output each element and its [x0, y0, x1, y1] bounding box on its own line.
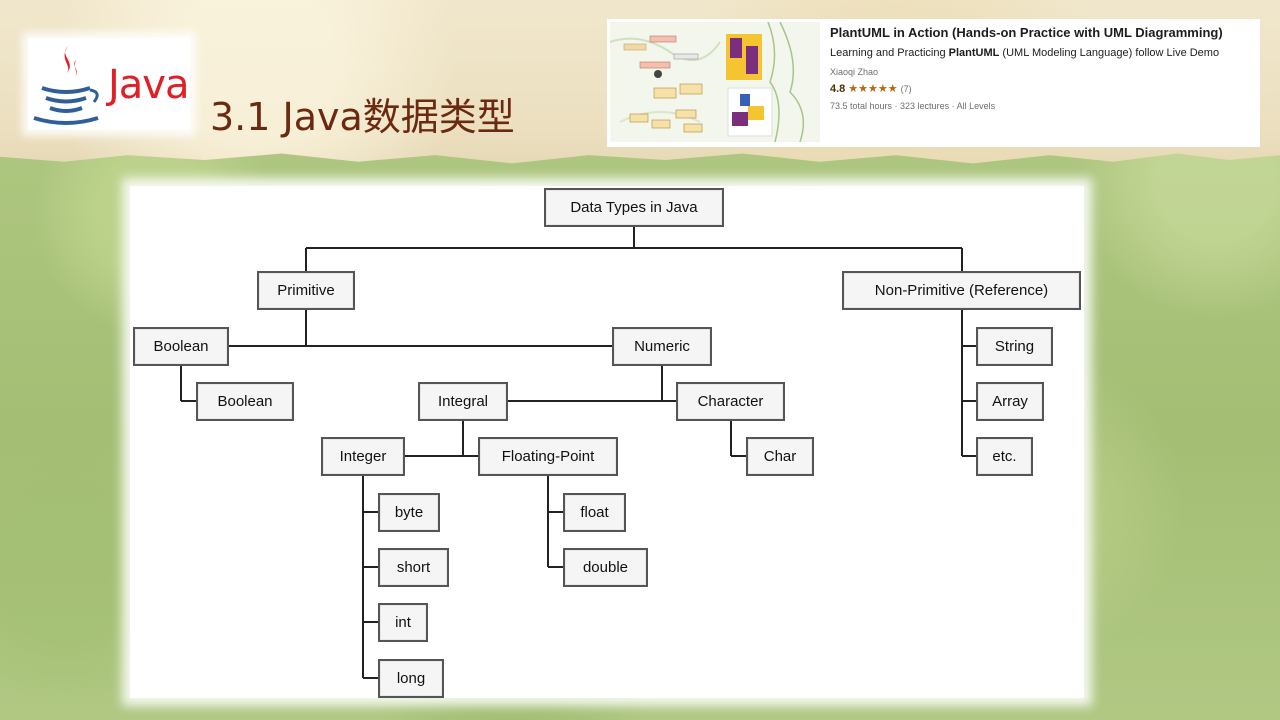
java-logo: Java	[28, 38, 190, 130]
node-char: Char	[746, 437, 814, 476]
node-string: String	[976, 327, 1053, 366]
course-meta: 73.5 total hours · 323 lectures · All Le…	[830, 101, 996, 111]
node-floating-point: Floating-Point	[478, 437, 618, 476]
node-double: double	[563, 548, 648, 587]
rating-count: (7)	[900, 84, 912, 94]
node-non-primitive: Non-Primitive (Reference)	[842, 271, 1081, 310]
node-etc: etc.	[976, 437, 1033, 476]
connector-lines	[180, 225, 976, 679]
node-boolean-group: Boolean	[133, 327, 229, 366]
node-integer: Integer	[321, 437, 405, 476]
node-boolean: Boolean	[196, 382, 294, 421]
rating-value: 4.8	[830, 83, 846, 95]
java-cup-icon	[33, 46, 99, 125]
diagram-panel: Data Types in Java Primitive Non-Primiti…	[130, 186, 1084, 698]
java-logo-text: Java	[108, 62, 189, 108]
node-long: long	[378, 659, 444, 698]
course-card[interactable]: PlantUML in Action (Hands-on Practice wi…	[607, 19, 1260, 147]
course-subtitle-bold: PlantUML	[948, 47, 1000, 59]
course-subtitle-suffix: (UML Modeling Language) follow Live Demo	[999, 47, 1220, 59]
node-byte: byte	[378, 493, 440, 532]
node-character: Character	[676, 382, 785, 421]
node-primitive: Primitive	[257, 271, 355, 310]
course-subtitle-prefix: Learning and Practicing	[830, 47, 949, 59]
node-integral: Integral	[418, 382, 508, 421]
course-title[interactable]: PlantUML in Action (Hands-on Practice wi…	[830, 25, 1223, 40]
node-short: short	[378, 548, 449, 587]
diagram-connectors	[180, 225, 976, 679]
course-thumbnail	[610, 22, 820, 142]
node-numeric: Numeric	[612, 327, 712, 366]
slide-title: 3.1 Java数据类型	[210, 95, 515, 139]
rating-stars-icon: ★★★★★	[848, 83, 898, 95]
course-thumbnail-image	[610, 22, 820, 142]
node-float: float	[563, 493, 626, 532]
course-subtitle: Learning and Practicing PlantUML (UML Mo…	[830, 47, 1219, 59]
node-data-types-in-java: Data Types in Java	[544, 188, 724, 227]
course-author: Xiaoqi Zhao	[830, 67, 879, 77]
course-rating: 4.8★★★★★(7)	[830, 82, 912, 95]
node-array: Array	[976, 382, 1044, 421]
node-int: int	[378, 603, 428, 642]
